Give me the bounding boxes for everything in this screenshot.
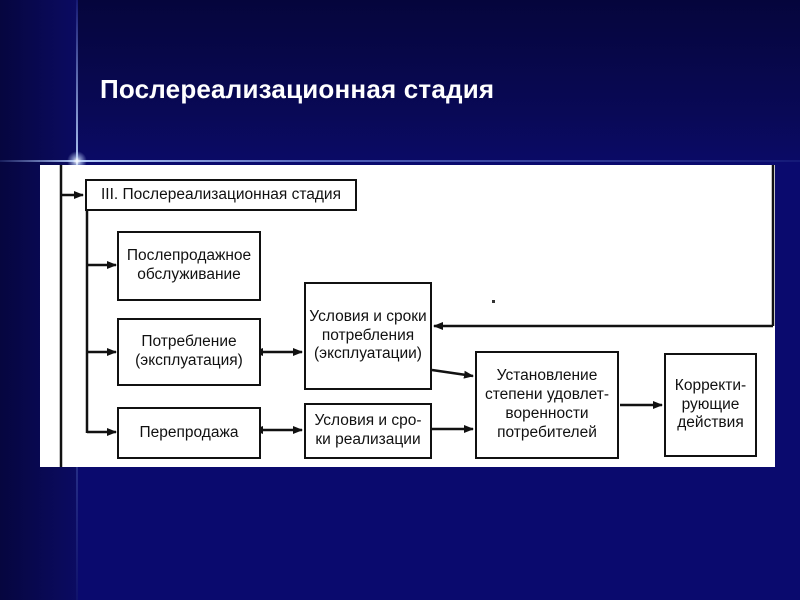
slide-background-top [0,0,800,162]
consumption-box: Потребление (эксплуатация) [117,318,261,386]
light-flare-horizontal [0,160,800,162]
consumption-terms-box: Условия и сроки потребления (эксплуатаци… [304,282,432,390]
diagram-panel: III. Послереализационная стадия Послепро… [40,165,775,467]
arrow-consumption-terms-to-satisfaction [431,368,474,379]
connector-lines [59,165,775,467]
corrective-actions-box: Корректи- рующие действия [664,353,757,457]
header-stage-box: III. Послереализационная стадия [85,179,357,211]
satisfaction-box: Установление степени удовлет- воренности… [475,351,619,459]
scan-speck [492,300,495,303]
sale-terms-box: Условия и сро- ки реализации [304,403,432,459]
slide-title: Послереализационная стадия [100,74,495,104]
resale-box: Перепродажа [117,407,261,459]
after-sales-service-box: Послепродажное обслуживание [117,231,261,301]
